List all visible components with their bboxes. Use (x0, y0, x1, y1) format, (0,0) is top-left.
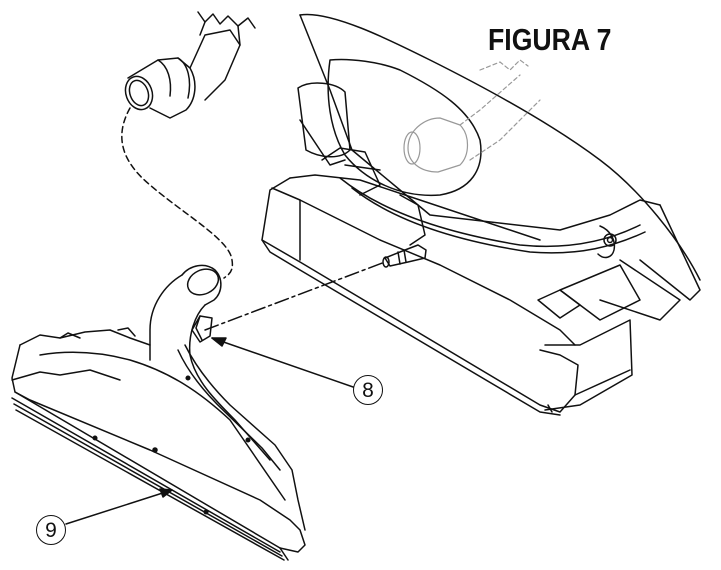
floor-tool (11, 264, 306, 561)
floor-base (261, 147, 633, 416)
vacuum-body (297, 13, 701, 321)
callout-9: 9 (36, 515, 66, 545)
leader-line-8 (211, 337, 357, 389)
base-connector-pin (382, 244, 427, 268)
callout-8: 8 (353, 375, 383, 405)
hose-path-dashed (121, 107, 234, 279)
leader-arrow-9 (159, 488, 173, 498)
hose-end (124, 11, 256, 119)
callout-8-label: 8 (362, 378, 374, 402)
figure-title: FIGURA 7 (488, 22, 612, 57)
leader-line-9 (65, 489, 173, 525)
ghost-hose-connector (403, 59, 541, 173)
alignment-line (204, 261, 386, 331)
callout-9-label: 9 (45, 518, 57, 542)
leader-arrow-8 (211, 337, 227, 347)
